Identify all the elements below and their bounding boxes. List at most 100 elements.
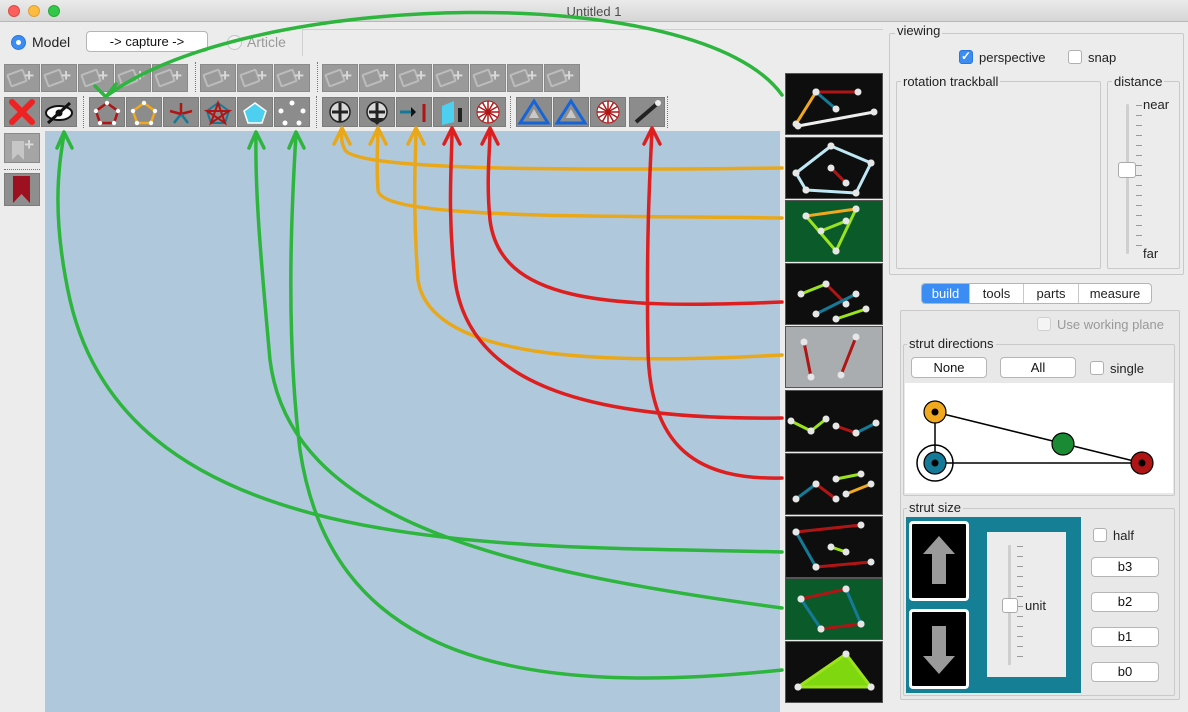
3d-viewport[interactable] — [45, 131, 780, 712]
close-window-button[interactable] — [8, 5, 20, 17]
axis-wheel-tool[interactable] — [590, 97, 626, 127]
pentagon-red-tool[interactable] — [89, 97, 125, 127]
disabled-tool-button[interactable] — [359, 64, 395, 92]
size-button-b0[interactable]: b0 — [1091, 662, 1159, 682]
size-slider-thumb[interactable] — [1002, 598, 1018, 613]
wheel-tool[interactable] — [470, 97, 506, 127]
axis-wheel-tool-icon — [596, 100, 620, 124]
disabled-tool-button[interactable] — [433, 64, 469, 92]
disabled-tool-button[interactable] — [41, 64, 77, 92]
disabled-tool-button[interactable] — [237, 64, 273, 92]
perspective-checkbox[interactable] — [959, 49, 973, 64]
snap-label: snap — [1088, 50, 1117, 65]
filled-pentagon-tool[interactable] — [237, 97, 273, 127]
tool-glyph-icon — [154, 68, 176, 88]
single-label: single — [1110, 361, 1144, 376]
disabled-tool-button[interactable] — [544, 64, 580, 92]
tab-build[interactable]: build — [922, 284, 970, 303]
tool-glyph-icon — [435, 68, 457, 88]
disabled-tool-button[interactable] — [4, 64, 40, 92]
red-orbit-dot[interactable] — [1130, 451, 1154, 475]
size-button-b2[interactable]: b2 — [1091, 592, 1159, 612]
dots-tool[interactable] — [274, 97, 310, 127]
distance-slider-ticks — [1136, 105, 1142, 253]
disabled-tool-button[interactable] — [396, 64, 432, 92]
disabled-tool-button[interactable] — [274, 64, 310, 92]
model-radio[interactable] — [11, 35, 26, 50]
size-slider-box — [987, 532, 1066, 677]
model-radio-label: Model — [32, 34, 71, 50]
star-pentagon-tool[interactable] — [200, 97, 236, 127]
disabled-tool-button[interactable] — [78, 64, 114, 92]
rotation-trackball[interactable] — [896, 81, 1101, 269]
mirror-tool[interactable] — [396, 97, 432, 127]
red-x-icon — [9, 99, 35, 125]
single-checkbox[interactable] — [1090, 361, 1104, 375]
delete-button[interactable] — [4, 97, 40, 127]
thumbnail-model-icon — [794, 650, 875, 691]
add-bookmark-button[interactable] — [4, 133, 40, 163]
rotation-trackball-legend: rotation trackball — [901, 74, 1001, 89]
center-lines-tool[interactable] — [163, 97, 199, 127]
tool-glyph-icon — [509, 68, 531, 88]
distance-slider-thumb[interactable] — [1118, 162, 1136, 178]
thumbnail-7[interactable] — [785, 453, 883, 515]
zoom-window-button[interactable] — [48, 5, 60, 17]
strut-none-button[interactable]: None — [911, 357, 987, 378]
minimize-window-button[interactable] — [28, 5, 40, 17]
pentagon-blue-tool[interactable] — [126, 97, 162, 127]
disabled-tool-button[interactable] — [152, 64, 188, 92]
tool-glyph-icon — [239, 68, 261, 88]
thumbnail-8[interactable] — [785, 516, 883, 578]
thumbnail-10[interactable] — [785, 641, 883, 703]
size-button-b3[interactable]: b3 — [1091, 557, 1159, 577]
ball-tool[interactable] — [322, 97, 358, 127]
disabled-tool-button[interactable] — [200, 64, 236, 92]
working-plane-label: Use working plane — [1057, 317, 1164, 332]
toolbar-separator — [667, 96, 668, 128]
half-checkbox[interactable] — [1093, 528, 1107, 542]
triangle-blue-tool[interactable] — [516, 97, 552, 127]
bookmark-button[interactable] — [4, 173, 40, 206]
size-button-b1[interactable]: b1 — [1091, 627, 1159, 647]
article-radio[interactable] — [227, 35, 242, 50]
size-down-button[interactable] — [909, 609, 969, 689]
thumbnail-3[interactable] — [785, 200, 883, 262]
thumbnail-6[interactable] — [785, 390, 883, 452]
thumbnail-2[interactable] — [785, 137, 883, 199]
bookmark-separator — [4, 169, 40, 170]
perspective-label: perspective — [979, 50, 1046, 65]
tab-tools[interactable]: tools — [970, 284, 1024, 303]
thumbnail-9[interactable] — [785, 578, 883, 640]
working-plane-checkbox[interactable] — [1037, 317, 1051, 331]
center-lines-tool-icon — [169, 103, 193, 124]
stick-tool[interactable] — [629, 97, 665, 127]
thumbnail-1[interactable] — [785, 73, 883, 135]
tab-parts[interactable]: parts — [1024, 284, 1079, 303]
blue-orbit-dot[interactable] — [923, 451, 947, 475]
disabled-tool-button[interactable] — [507, 64, 543, 92]
ball-panel-tool-icon — [366, 101, 388, 125]
disabled-tool-button[interactable] — [322, 64, 358, 92]
capture-button[interactable]: -> capture -> — [86, 31, 208, 52]
thumbnail-4[interactable] — [785, 263, 883, 325]
tool-glyph-icon — [324, 68, 346, 88]
window-title: Untitled 1 — [566, 4, 622, 19]
triangle-blue-tool-2[interactable] — [553, 97, 589, 127]
pentagon-red-tool-icon — [93, 100, 121, 126]
snap-checkbox[interactable] — [1068, 50, 1082, 64]
thumbnail-model-icon — [792, 88, 878, 130]
disabled-tool-button[interactable] — [115, 64, 151, 92]
plane-tool-icon — [442, 101, 462, 125]
strut-all-button[interactable]: All — [1000, 357, 1076, 378]
ball-panel-tool[interactable] — [359, 97, 395, 127]
tab-measure[interactable]: measure — [1089, 286, 1141, 301]
thumbnail-5[interactable] — [785, 326, 883, 388]
yellow-orbit-dot[interactable] — [923, 400, 947, 424]
hide-button[interactable] — [41, 97, 77, 127]
disabled-tool-button[interactable] — [470, 64, 506, 92]
tool-glyph-icon — [398, 68, 420, 88]
green-orbit-dot[interactable] — [1051, 432, 1075, 456]
plane-tool[interactable] — [433, 97, 469, 127]
size-up-button[interactable] — [909, 521, 969, 601]
